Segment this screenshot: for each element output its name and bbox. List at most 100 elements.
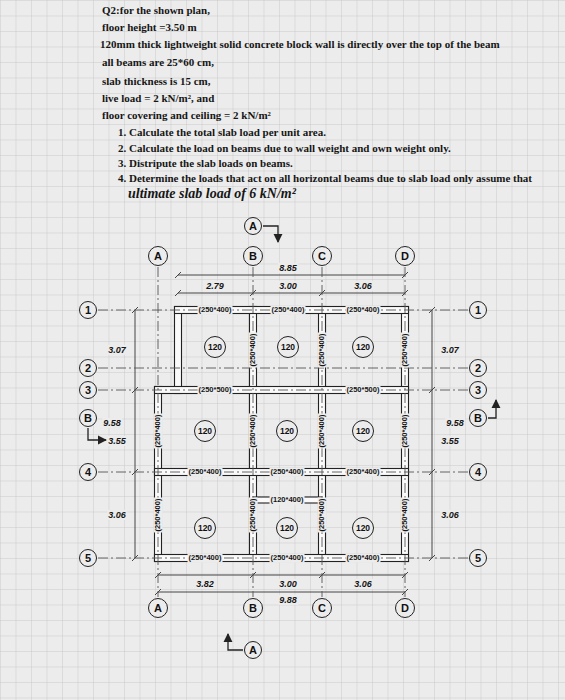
beam-size-label: (250*400) <box>271 306 306 315</box>
grid-bubble: D <box>395 598 415 618</box>
node-text: 120 <box>356 343 370 352</box>
beam-size-label: (250*500) <box>346 386 381 395</box>
section-arrows <box>88 226 496 650</box>
grid-bubble: A <box>148 598 168 618</box>
grid-bubble: A <box>148 246 168 266</box>
node-text: 120 <box>356 524 370 533</box>
beam-size-label: (250*400) <box>249 498 258 533</box>
node-text: A <box>154 603 162 614</box>
dimension: 3.06 <box>353 281 373 291</box>
node-text: D <box>401 251 409 262</box>
grid-bubble: B <box>243 246 263 266</box>
question-text: 120mm thick lightweight solid concrete b… <box>100 38 500 51</box>
beam-size-label: (250*400) <box>318 498 327 533</box>
question-text: slab thickness is 15 cm, <box>102 75 211 88</box>
node-text: 120 <box>280 427 294 436</box>
slab-thickness-circle: 120 <box>276 420 298 442</box>
node-text: 120 <box>281 343 295 352</box>
grid-bubble: B <box>243 598 263 618</box>
question-text: floor covering and ceiling = 2 kN/m² <box>102 109 271 122</box>
dimension: 8.85 <box>278 263 298 273</box>
node-text: 120 <box>208 343 222 352</box>
slab-thickness-circle: 120 <box>194 420 216 442</box>
beam-size-label: (250*400) <box>401 414 410 449</box>
dimension: 3.00 <box>278 281 298 291</box>
section-mark: B <box>79 409 97 427</box>
beam-size-label: (250*400) <box>249 333 258 368</box>
dimension: 9.58 <box>445 418 465 428</box>
node-text: 2 <box>85 363 91 374</box>
beam-size-label: (250*400) <box>318 414 327 449</box>
section-mark: B <box>469 409 487 427</box>
dimension: 9.88 <box>278 595 298 605</box>
node-text: B <box>84 413 92 424</box>
question-text: Q2:for the shown plan, <box>102 4 210 17</box>
beam-size-label: (250*400) <box>188 468 223 477</box>
slab-thickness-circle: 120 <box>276 517 298 539</box>
node-text: A <box>154 251 162 262</box>
node-text: A <box>249 645 257 656</box>
question-text: 4. Determine the loads that act on all h… <box>118 172 532 185</box>
beam-size-label: (250*500) <box>198 386 233 395</box>
dimension: 3.06 <box>440 510 460 520</box>
section-mark: A <box>244 217 262 235</box>
dimension-lines <box>132 272 435 595</box>
node-text: C <box>318 603 326 614</box>
grid-bubble: 1 <box>79 301 97 319</box>
node-text: 4 <box>85 467 91 478</box>
node-text: 3 <box>475 385 481 396</box>
beam-size-label: (250*400) <box>270 468 305 477</box>
grid-bubble: C <box>312 246 332 266</box>
grid-line <box>98 368 468 369</box>
grid-bubble: 3 <box>79 381 97 399</box>
section-mark: A <box>244 641 262 659</box>
beam-size-label: (250*400) <box>188 554 223 563</box>
node-text: 120 <box>356 427 370 436</box>
node-text: B <box>249 603 257 614</box>
dimension: 3.55 <box>107 436 127 446</box>
grid-bubble: 4 <box>469 463 487 481</box>
question-text: all beams are 25*60 cm, <box>102 56 214 69</box>
beam-size-label: (250*400) <box>249 414 258 449</box>
question-text: floor height =3.50 m <box>102 21 197 34</box>
question-text: ultimate slab load of 6 kN/m² <box>128 186 296 202</box>
slab-thickness-circle: 120 <box>277 336 299 358</box>
dimension: 3.06 <box>107 510 127 520</box>
node-text: B <box>474 413 482 424</box>
beam-size-label: (250*400) <box>346 468 381 477</box>
question-text: live load = 2 kN/m², and <box>102 92 214 105</box>
node-text: 120 <box>198 427 212 436</box>
slab-thickness-circle: 120 <box>352 336 374 358</box>
question-text: 3. Distripute the slab loads on beams. <box>118 157 293 170</box>
beam-size-label: (250*400) <box>154 498 163 533</box>
beam-size-label: (250*400) <box>318 333 327 368</box>
node-text: 5 <box>475 553 481 564</box>
node-text: 5 <box>85 553 91 564</box>
grid-bubble: D <box>395 246 415 266</box>
dimension: 9.58 <box>102 418 122 428</box>
node-text: 120 <box>280 524 294 533</box>
grid-bubble: 5 <box>469 549 487 567</box>
dimension: 3.55 <box>440 436 460 446</box>
dimension: 2.79 <box>205 281 225 291</box>
question-text: 1. Calculate the total slab load per uni… <box>118 126 326 139</box>
grid-bubble: 2 <box>79 359 97 377</box>
beam-size-label: (250*400) <box>346 554 381 563</box>
beam-size-label: (250*400) <box>198 306 233 315</box>
dimension: 3.00 <box>278 579 298 589</box>
beam-size-label: (250*400) <box>154 414 163 449</box>
beam-size-label: (250*400) <box>401 498 410 533</box>
node-text: A <box>249 221 257 232</box>
dimension: 3.07 <box>107 345 127 355</box>
slab-thickness-circle: 120 <box>194 517 216 539</box>
grid-bubble: 3 <box>469 381 487 399</box>
node-text: 3 <box>85 385 91 396</box>
grid-bubble: 1 <box>469 301 487 319</box>
node-text: 1 <box>475 305 481 316</box>
beams <box>155 307 409 562</box>
dimension: 3.06 <box>353 579 373 589</box>
node-text: 4 <box>475 467 481 478</box>
beam-size-label: (250*400) <box>346 306 381 315</box>
